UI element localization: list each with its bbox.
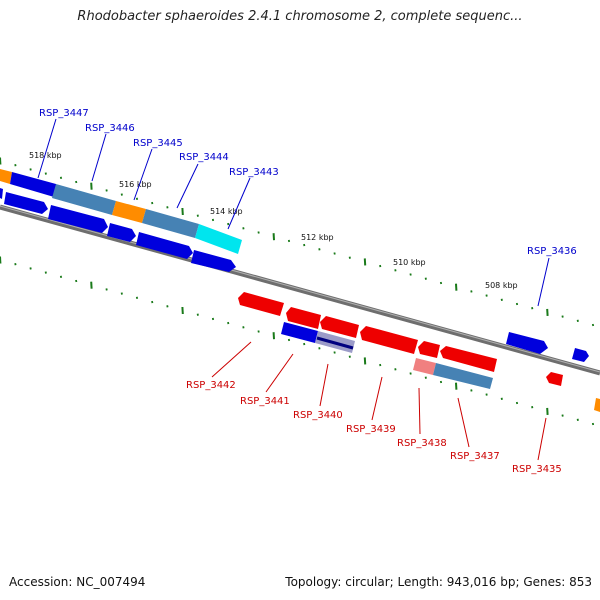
gene-rsp-3441[interactable] [281,322,318,343]
inner-scale-ticks [0,256,595,426]
gene-label[interactable]: RSP_3440 [293,410,343,421]
accession-text: Accession: NC_007494 [9,575,146,589]
gene-label[interactable]: RSP_3437 [450,451,500,462]
gene-label[interactable]: RSP_3443 [229,167,279,178]
leader-line [537,417,547,461]
gene-label[interactable]: RSP_3447 [39,108,89,119]
scale-label: 514 kbp [210,207,243,216]
gene-rsp-3436[interactable] [506,332,548,354]
forward-genes-inner [0,188,236,272]
gene-forward[interactable] [107,223,136,242]
gene-label[interactable]: RSP_3436 [527,246,577,257]
leader-line [227,177,251,230]
gene-forward-small[interactable] [572,348,589,362]
gene-steelblue[interactable] [433,363,493,389]
reverse-gene-labels: RSP_3442 RSP_3441 RSP_3440 RSP_3439 RSP_… [186,380,562,475]
gene-forward[interactable] [136,232,193,259]
forward-gene-labels: RSP_3447 RSP_3446 RSP_3445 RSP_3444 RSP_… [39,108,577,257]
gene-label[interactable]: RSP_3438 [397,438,447,449]
gene-orange-edge[interactable] [594,398,600,412]
gene-label[interactable]: RSP_3439 [346,424,396,435]
gene-label[interactable]: RSP_3441 [240,396,290,407]
gene-label[interactable]: RSP_3446 [85,123,135,134]
scale-label: 510 kbp [393,258,426,267]
leader-line [371,376,383,421]
gene-forward[interactable] [191,250,236,272]
leader-line [457,397,470,448]
gene-forward[interactable] [0,188,3,199]
leader-lines [37,118,550,461]
leader-line [37,118,57,179]
gene-rsp-3435[interactable] [546,372,563,386]
gene-reverse[interactable] [286,307,321,329]
gene-rsp-3440-mark [316,336,354,350]
gene-label[interactable]: RSP_3444 [179,152,229,163]
leader-line [91,133,107,182]
scale-label: 508 kbp [485,281,518,290]
gene-rsp-3439[interactable] [360,326,418,354]
leader-line [265,353,294,393]
gene-orange-fragment[interactable] [0,169,12,184]
reverse-genes [238,292,563,389]
gene-rsp-3442[interactable] [238,292,284,316]
gene-forward[interactable] [48,205,108,233]
topology-text: Topology: circular; Length: 943,016 bp; … [285,575,592,589]
map-title: Rhodobacter sphaeroides 2.4.1 chromosome… [77,9,523,24]
gene-reverse[interactable] [418,341,440,358]
gene-label[interactable]: RSP_3442 [186,380,236,391]
leader-line [133,148,153,201]
gene-rsp-3437[interactable] [440,346,497,372]
scale-label: 512 kbp [301,233,334,242]
chromosome-backbone [0,204,600,376]
outer-scale-ticks [0,157,595,327]
scale-label: 516 kbp [119,180,152,189]
gene-rsp-3443[interactable] [195,224,242,254]
gene-forward[interactable] [4,192,48,214]
leader-line [319,363,329,407]
gene-reverse[interactable] [320,316,359,338]
forward-genes-outer [0,169,600,412]
leader-line [211,341,252,378]
gene-rsp-3444[interactable] [142,209,199,238]
chromosome-backbone-highlight [0,205,600,373]
leader-line [418,387,421,435]
leader-line [176,163,199,209]
gene-rsp-3446[interactable] [52,184,116,215]
gene-rsp-3447[interactable] [10,172,60,197]
gene-rsp-3445[interactable] [112,201,146,223]
gene-label[interactable]: RSP_3445 [133,138,183,149]
gene-label[interactable]: RSP_3435 [512,464,562,475]
gene-rsp-3438[interactable] [413,358,436,375]
leader-line [537,257,550,307]
